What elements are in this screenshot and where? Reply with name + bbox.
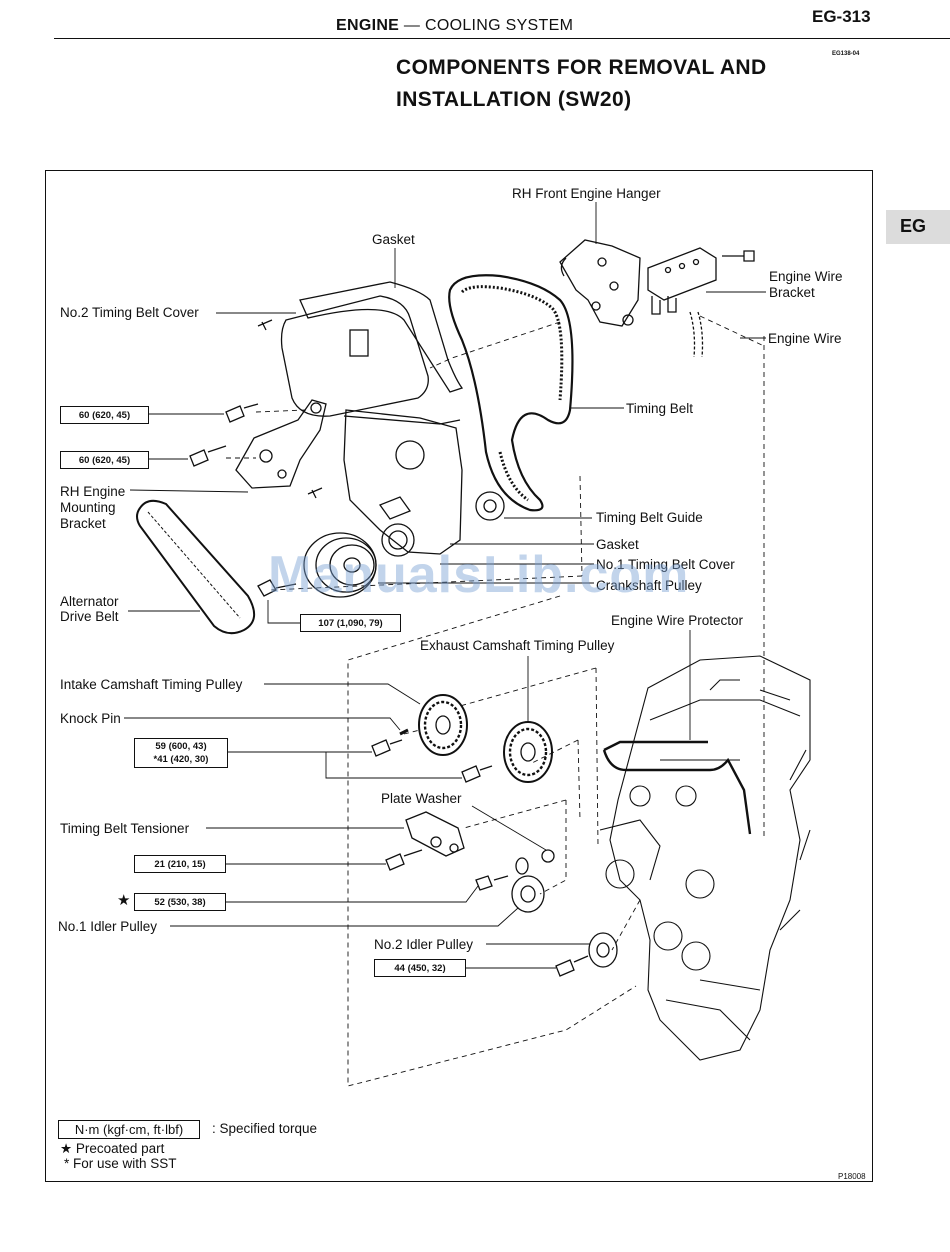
label-engine-wire: Engine Wire [768, 331, 842, 346]
leader-knock-pin [124, 717, 401, 731]
figure-id: P18008 [838, 1172, 866, 1181]
legend-precoated: ★ Precoated part [60, 1141, 165, 1156]
title-line-1: COMPONENTS FOR REMOVAL AND [396, 56, 767, 79]
label-timing-belt-guide: Timing Belt Guide [596, 510, 703, 525]
label-no2-timing-belt-cover: No.2 Timing Belt Cover [60, 305, 199, 320]
engine-wire-protector-part [602, 740, 752, 835]
torque-bracket-bolt-1: 60 (620, 45) [60, 406, 149, 424]
leader-idler1-torque [226, 885, 479, 903]
rh-front-engine-hanger-part [559, 239, 641, 327]
precoated-star-marker: ★ [117, 892, 131, 909]
label-no1-timing-belt-cover: No.1 Timing Belt Cover [596, 557, 735, 572]
label-crankshaft-pulley: Crankshaft Pulley [596, 578, 702, 593]
label-gasket-mid: Gasket [596, 537, 639, 552]
timing-belt-tensioner-part [405, 811, 465, 857]
subsection-name: COOLING SYSTEM [424, 17, 574, 34]
label-rh-engine-mounting-1: RH Engine [60, 484, 126, 499]
label-alternator-drive-belt-1: Alternator [60, 594, 119, 609]
leader-idler1 [170, 907, 519, 927]
label-rh-engine-mounting-3: Bracket [60, 516, 106, 531]
timing-belt-part [448, 274, 574, 512]
page-number: EG-313 [812, 7, 871, 26]
label-intake-camshaft-timing-pulley: Intake Camshaft Timing Pulley [60, 677, 243, 692]
no2-timing-belt-cover-part [257, 295, 429, 417]
torque-cam-bolt-a: 59 (600, 43) [155, 741, 207, 752]
label-rh-front-engine-hanger: RH Front Engine Hanger [512, 186, 661, 201]
label-gasket-top: Gasket [372, 232, 415, 247]
header-separator: — [403, 17, 421, 34]
idler1-bolt-part [475, 875, 509, 891]
bracket-bolt-1-part [225, 403, 259, 423]
legend-sst: * For use with SST [64, 1156, 177, 1171]
doc-code: EG138-04 [832, 51, 860, 57]
label-engine-wire-protector: Engine Wire Protector [611, 613, 744, 628]
label-plate-washer: Plate Washer [381, 791, 462, 806]
watermark: ManualsLib.com [268, 546, 690, 604]
label-knock-pin: Knock Pin [60, 711, 121, 726]
engine-wire-part [689, 311, 704, 358]
torque-crank-bolt: 107 (1,090, 79) [300, 614, 401, 632]
torque-bracket-bolt-2: 60 (620, 45) [60, 451, 149, 469]
no2-idler-pulley-part [588, 932, 618, 968]
plate-washer-part [541, 849, 555, 863]
label-alternator-drive-belt-2: Drive Belt [60, 609, 119, 624]
torque-cam-bolt-b: *41 (420, 30) [153, 754, 209, 765]
leader-intake-pulley [264, 683, 421, 705]
gasket-top-part [299, 281, 464, 393]
small-bolt-part [307, 487, 323, 499]
section-name: ENGINE [336, 17, 400, 34]
section-header: ENGINE — COOLING SYSTEM [336, 17, 573, 35]
title-line-2: INSTALLATION (SW20) [396, 88, 632, 111]
label-rh-engine-mounting-2: Mounting [60, 500, 116, 515]
torque-idler1-bolt: 52 (530, 38) [134, 893, 226, 911]
leader-mounting-bracket [129, 489, 249, 493]
label-engine-wire-bracket-1: Engine Wire [769, 269, 843, 284]
leader-plate-washer [471, 805, 547, 851]
intake-camshaft-timing-pulley-part [418, 694, 468, 756]
timing-belt-guide-part [475, 491, 505, 521]
header-rule [54, 38, 950, 39]
torque-cam-bolt: 59 (600, 43) *41 (420, 30) [134, 738, 228, 768]
crankshaft-pulley-part [303, 523, 415, 598]
exhaust-camshaft-timing-pulley-part [503, 721, 553, 783]
legend-specified-torque: : Specified torque [212, 1121, 318, 1136]
side-tab: EG [886, 210, 950, 244]
label-no2-idler-pulley: No.2 Idler Pulley [374, 937, 474, 952]
rh-engine-mounting-bracket-part [235, 399, 327, 489]
alternator-drive-belt-part [136, 499, 255, 635]
tensioner-bolt-part [385, 849, 423, 871]
cam-bolt-2-part [461, 765, 493, 783]
knock-pin-part [399, 728, 409, 736]
no1-timing-belt-cover-part [343, 409, 463, 555]
leader-crank-torque [267, 600, 300, 624]
torque-idler2-bolt: 44 (450, 32) [374, 959, 466, 977]
label-timing-belt-tensioner: Timing Belt Tensioner [60, 821, 190, 836]
label-exhaust-camshaft-timing-pulley: Exhaust Camshaft Timing Pulley [420, 638, 615, 653]
no1-idler-pulley-part [511, 857, 545, 913]
cam-bolt-1-part [371, 739, 403, 757]
torque-tensioner-bolt: 21 (210, 15) [134, 855, 226, 873]
label-engine-wire-bracket-2: Bracket [769, 285, 815, 300]
label-timing-belt: Timing Belt [626, 401, 694, 416]
side-tab-label: EG [900, 216, 927, 236]
idler2-bolt-part [555, 955, 589, 977]
bracket-bolt-2-part [189, 445, 227, 467]
engine-wire-bracket-part [647, 247, 755, 315]
label-no1-idler-pulley: No.1 Idler Pulley [58, 919, 158, 934]
legend-unit-box: N·m (kgf·cm, ft·lbf) [58, 1120, 200, 1139]
page-title: COMPONENTS FOR REMOVAL AND INSTALLATION … [396, 52, 767, 116]
leader-cam-torque-2 [325, 752, 462, 779]
diagram-frame [45, 170, 873, 1182]
engine-block-part [599, 655, 811, 1061]
